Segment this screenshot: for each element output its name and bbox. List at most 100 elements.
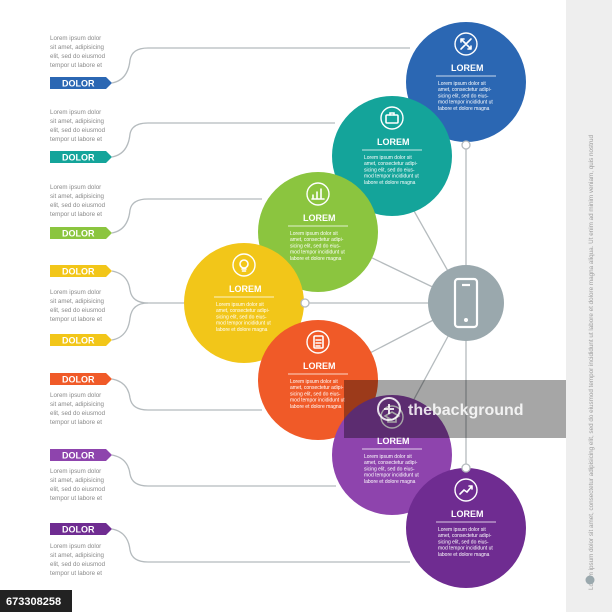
left-block-text: Lorem ipsum dolor [50,392,101,399]
step-circle-title: LOREM [229,284,262,294]
left-block-text: tempor ut labore et [50,136,102,143]
step-circle-text: sicing elit, sed do eius- [364,466,415,472]
dolor-tag[interactable]: DOLOR [50,373,112,385]
step-circle-text: labore et dolore magna [438,106,490,112]
dolor-tag-shape [50,77,112,89]
left-block-text: sit amet, adipisicing [50,298,105,305]
dolor-tag[interactable]: DOLOR [50,265,112,277]
arrows-icon [454,32,478,56]
step-circle-title: LOREM [303,213,336,223]
step-circle-text: sicing elit, sed do eius- [290,391,341,397]
step-circle-text: sicing elit, sed do eius- [290,243,341,249]
side-text: Lorem ipsum dolor sit amet, consectetur … [588,134,595,590]
stock-id-bar [0,590,72,612]
step-circle-text: sicing elit, sed do eius- [438,539,489,545]
left-block-text: elit, sed do eiusmod [50,410,106,417]
step-circle-text: Lorem ipsum dolor sit [364,155,412,161]
step-circle-text: labore et dolore magna [216,327,268,333]
left-connectors [111,47,410,563]
watermark-brand: thebackground [408,402,524,419]
left-block: Lorem ipsum dolor sit amet, adipisicing el… [50,265,112,323]
stock-id: 673308258 [6,596,61,608]
step-circle-text: Lorem ipsum dolor sit [364,454,412,460]
left-block-text: elit, sed do eiusmod [50,486,106,493]
step-circle-text: mod tempor incididunt ut [364,174,419,180]
step-circle-text: mod tempor incididunt ut [364,473,419,479]
step-circle-text: Lorem ipsum dolor sit [438,81,486,87]
left-block-text: Lorem ipsum dolor [50,543,101,550]
step-circle-text: mod tempor incididunt ut [216,321,271,327]
step-circle-text: amet, consectetur adipi- [364,460,418,466]
dolor-tag[interactable]: DOLOR [50,77,112,89]
left-block-text: tempor ut labore et [50,211,102,218]
step-circle-text: Lorem ipsum dolor sit [290,379,338,385]
left-block-text: elit, sed do eiusmod [50,561,106,568]
step-circle-shape [258,172,378,292]
dolor-tag-label: DOLOR [62,525,95,535]
step-circle-text: amet, consectetur adipi- [438,533,492,539]
dolor-tag-label: DOLOR [62,336,95,346]
dolor-tag-shape [50,523,112,535]
left-block-text: elit, sed do eiusmod [50,53,106,60]
step-circle-text: mod tempor incididunt ut [290,398,345,404]
step-circle-text: Lorem ipsum dolor sit [438,527,486,533]
dolor-tag-label: DOLOR [62,229,95,239]
step-circle-shape [406,22,526,142]
watermark: thebackground [344,380,566,438]
step-circle-title: LOREM [303,361,336,371]
step-circle-text: amet, consectetur adipi- [364,161,418,167]
dolor-tag-shape [50,334,112,346]
step-circle-text: labore et dolore magna [290,404,342,410]
dolor-tag[interactable]: DOLOR [50,227,112,239]
step-circle-shape [332,395,452,515]
smartphone-icon [453,277,479,329]
left-block-text: Lorem ipsum dolor [50,289,101,296]
step-circle-shape [258,320,378,440]
left-block-text: sit amet, adipisicing [50,401,105,408]
left-block: Lorem ipsum dolor sit amet, adipisicing el… [50,373,112,426]
step-circle-text: amet, consectetur adipi- [216,308,270,314]
left-block-text: elit, sed do eiusmod [50,307,106,314]
dolor-tag[interactable]: DOLOR [50,449,112,461]
dolor-tag-shape [50,227,112,239]
document-icon [306,330,330,354]
step-circle-text: labore et dolore magna [364,479,416,485]
left-block-text: Lorem ipsum dolor [50,109,101,116]
bar-chart-icon [306,182,330,206]
step-circle-title: LOREM [451,63,484,73]
step-circle-text: sicing elit, sed do eius- [216,314,267,320]
left-block-text: Lorem ipsum dolor [50,184,101,191]
step-circle-text: sicing elit, sed do eius- [364,167,415,173]
dolor-tag-label: DOLOR [62,267,95,277]
step-circle-shape [184,243,304,363]
step-circle-title: LOREM [451,509,484,519]
dolor-tag[interactable]: DOLOR [50,523,112,535]
dolor-tag[interactable]: DOLOR [50,151,112,163]
left-block-text: tempor ut labore et [50,570,102,577]
step-circle-text: mod tempor incididunt ut [438,100,493,106]
step-circle-text: labore et dolore magna [290,256,342,262]
left-block-text: tempor ut labore et [50,495,102,502]
left-block-text: tempor ut labore et [50,419,102,426]
dolor-tag[interactable]: DOLOR [50,334,112,346]
step-circle-text: Lorem ipsum dolor sit [290,231,338,237]
step-circle-text: mod tempor incididunt ut [290,250,345,256]
side-panel [566,0,612,612]
dolor-tag-shape [50,373,112,385]
step-circle-shape [406,468,526,588]
left-block-text: sit amet, adipisicing [50,44,105,51]
